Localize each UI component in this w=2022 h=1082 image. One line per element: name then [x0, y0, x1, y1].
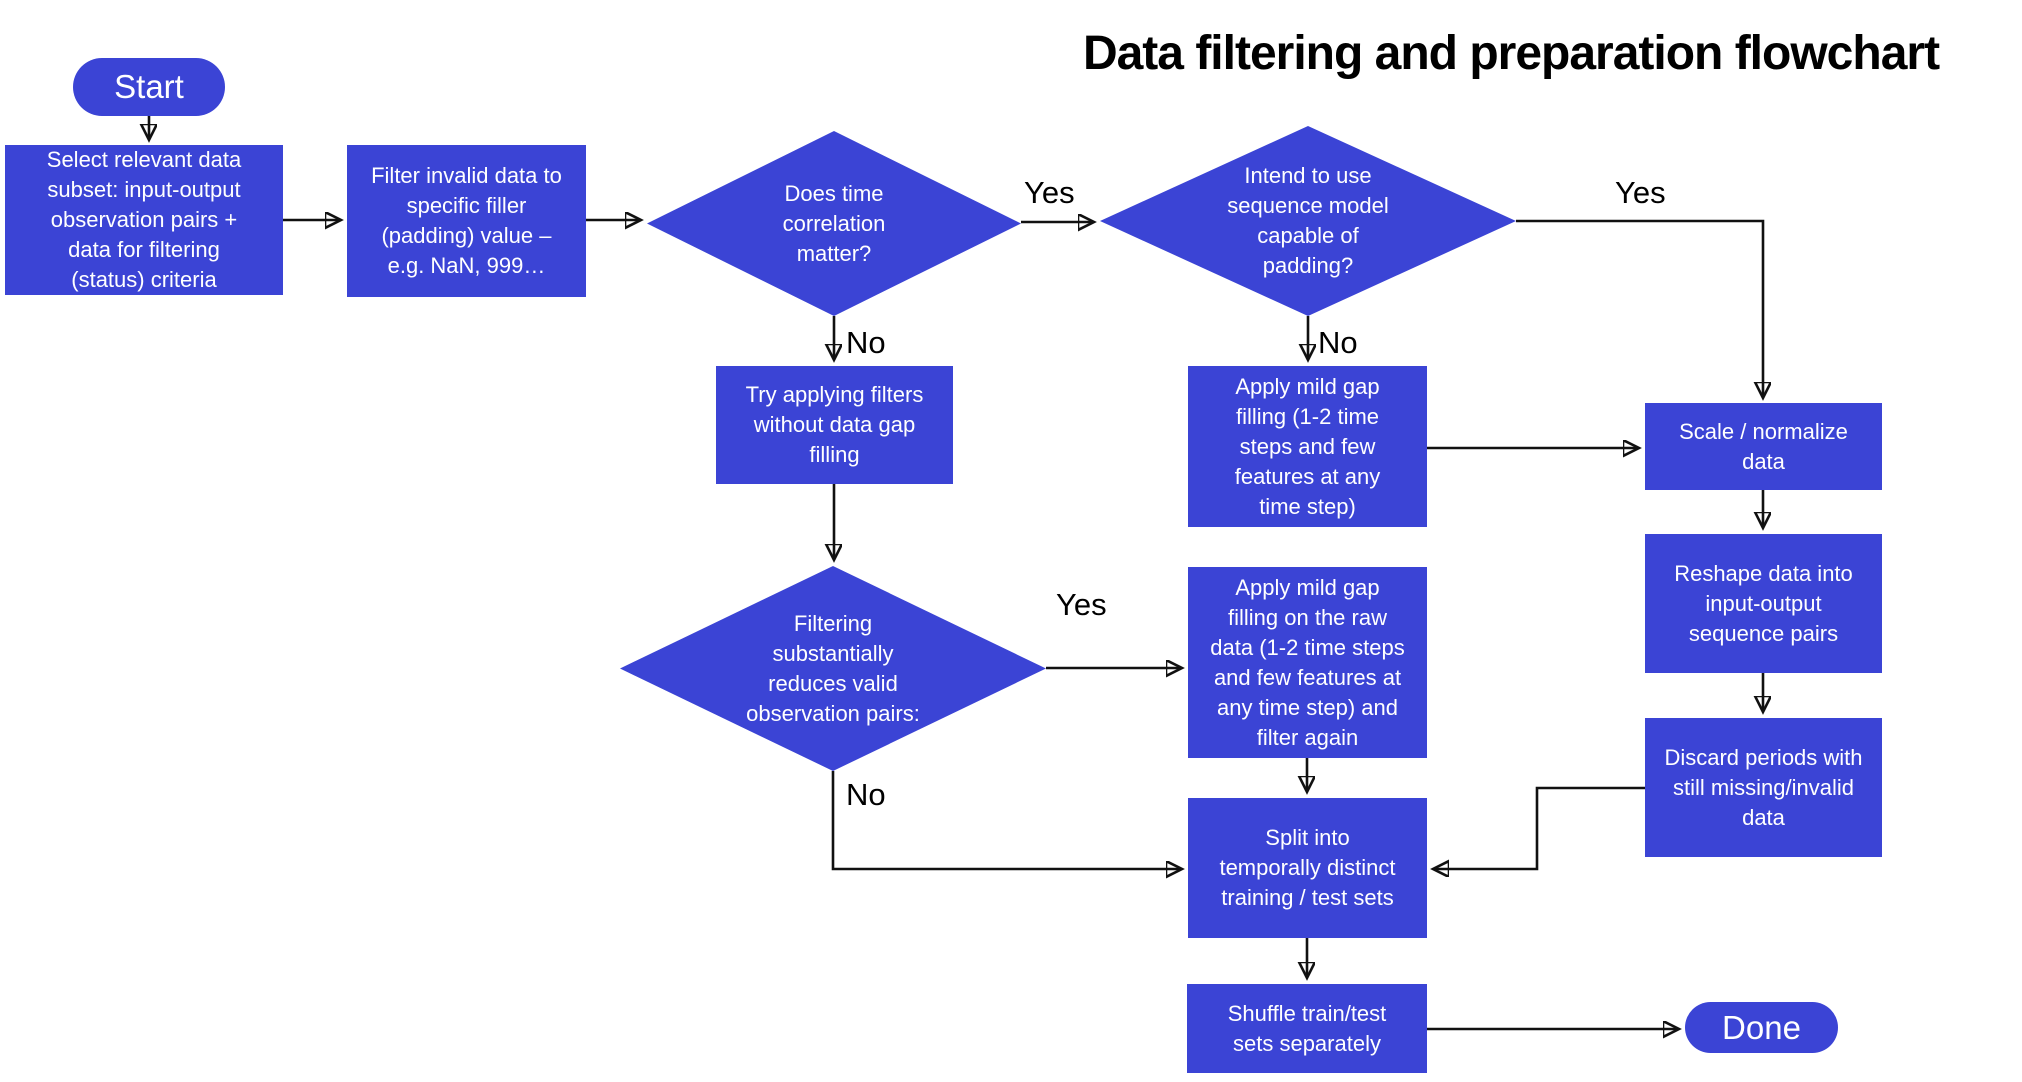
process-label: Filter invalid data to specific filler (…: [371, 163, 562, 278]
edge-label-time-correlation-yes: Yes: [1024, 175, 1075, 210]
process-label: Discard periods with still missing/inval…: [1664, 744, 1863, 830]
edge-label-time-correlation-no: No: [846, 325, 886, 360]
process-apply-mild-gap: Apply mild gap filling (1-2 time steps a…: [1188, 366, 1427, 527]
process-label: Apply mild gap filling (1-2 time steps a…: [1234, 373, 1381, 519]
process-split-sets: Split into temporally distinct training …: [1188, 798, 1427, 938]
decision-time-correlation: Does time correlation matter?: [647, 131, 1021, 316]
process-apply-mild-gap-raw: Apply mild gap filling on the raw data (…: [1188, 567, 1427, 758]
decision-sequence-model: Intend to use sequence model capable of …: [1100, 126, 1516, 316]
edge-label-sequence-model-yes: Yes: [1615, 175, 1666, 210]
process-label: Scale / normalize data: [1679, 418, 1848, 474]
process-label: Select relevant data subset: input-outpu…: [46, 147, 242, 292]
process-label: Split into temporally distinct training …: [1219, 825, 1396, 910]
process-select-subset: Select relevant data subset: input-outpu…: [5, 145, 283, 295]
process-discard-periods: Discard periods with still missing/inval…: [1645, 718, 1882, 857]
decision-filtering-reduces: Filtering substantially reduces valid ob…: [620, 566, 1046, 771]
process-label: Reshape data into input-output sequence …: [1674, 560, 1853, 646]
process-label: Shuffle train/test sets separately: [1227, 1000, 1387, 1056]
process-shuffle-sets: Shuffle train/test sets separately: [1187, 984, 1427, 1073]
edge-discard-to-split: [1434, 786, 1645, 869]
edge-label-sequence-model-no: No: [1318, 325, 1358, 360]
decision-label: Filtering substantially reduces valid ob…: [746, 610, 920, 726]
start-node: Start: [73, 58, 225, 116]
done-label: Done: [1722, 1008, 1801, 1046]
process-label: Try applying filters without data gap fi…: [745, 382, 924, 467]
process-scale-normalize: Scale / normalize data: [1645, 403, 1882, 490]
decision-label: Intend to use sequence model capable of …: [1227, 163, 1389, 278]
process-filter-invalid: Filter invalid data to specific filler (…: [347, 145, 586, 297]
edge-label-filtering-reduces-yes: Yes: [1056, 587, 1107, 622]
edge-sequence-model-yes: [1516, 219, 1763, 397]
process-reshape-pairs: Reshape data into input-output sequence …: [1645, 534, 1882, 673]
done-node: Done: [1685, 1002, 1838, 1053]
page-title: Data filtering and preparation flowchart: [1082, 27, 1940, 80]
edge-label-filtering-reduces-no: No: [846, 777, 886, 812]
process-label: Apply mild gap filling on the raw data (…: [1210, 574, 1405, 750]
decision-label: Does time correlation matter?: [782, 180, 886, 266]
start-label: Start: [114, 68, 184, 105]
process-try-filters: Try applying filters without data gap fi…: [716, 366, 953, 484]
